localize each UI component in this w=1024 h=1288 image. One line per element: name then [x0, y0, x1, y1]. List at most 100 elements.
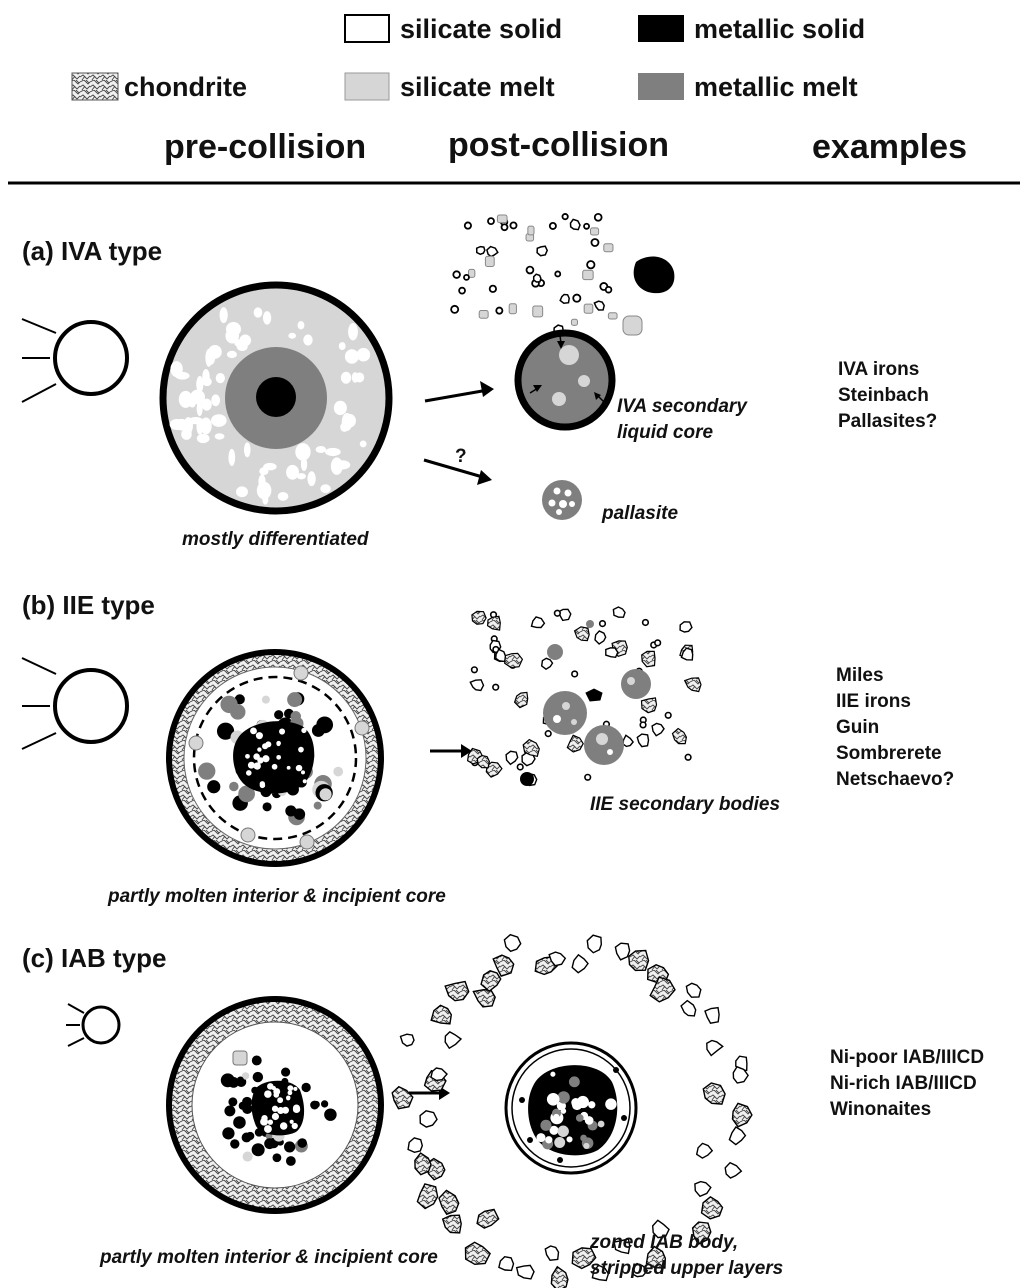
silicate-melt-blob: [232, 1050, 248, 1066]
caption-iab-post-1: zoned IAB body,: [589, 1232, 738, 1253]
inclusion-blob: [229, 781, 239, 792]
silicate-solid-fragment: [450, 304, 460, 314]
silicate-solid-fragment: [469, 679, 485, 692]
silicate-solid-blob: [243, 442, 251, 458]
silicate-solid-blob: [196, 433, 210, 444]
silicate-solid-blob: [259, 467, 269, 476]
silicate-solid-blob: [196, 401, 203, 417]
silicate-solid-fragment: [695, 1142, 714, 1159]
silicate-solid-blob: [225, 328, 239, 344]
silicate-solid-fragment: [586, 260, 596, 270]
silicate-solid-blob: [338, 342, 346, 351]
silicate-solid-fragment: [399, 1033, 415, 1047]
inclusion-blob: [241, 1072, 250, 1080]
inclusion-blob: [236, 1076, 244, 1084]
silicate-solid-fragment: [679, 621, 693, 633]
inclusion-speck: [553, 1113, 560, 1120]
inclusion-speck: [584, 1116, 594, 1125]
inclusion-speck: [568, 1076, 580, 1088]
example-iva-1: IVA irons: [838, 359, 919, 380]
silicate-solid-blob: [344, 349, 359, 364]
silicate-solid-blob: [296, 473, 306, 480]
silicate-solid-fragment: [463, 221, 472, 230]
example-iie-1: Miles: [836, 665, 884, 686]
chondrite-fragment: [513, 691, 529, 709]
silicate-solid-fragment: [548, 222, 557, 230]
silicate-solid-speck: [245, 753, 250, 759]
inclusion-blob: [301, 1082, 311, 1093]
silicate-solid-fragment: [694, 1180, 712, 1198]
silicate-solid-fragment: [495, 306, 504, 315]
chondrite-fragment: [645, 1245, 667, 1269]
silicate-solid-fragment: [561, 213, 569, 221]
legend-label-silicate-solid: silicate solid: [400, 14, 562, 44]
silicate-solid-blob: [190, 389, 205, 405]
inclusion-blob: [207, 780, 221, 794]
silicate-melt-fragment: [582, 269, 594, 281]
silicate-melt-fragment: [478, 310, 489, 319]
metallic-solid-speck: [527, 1137, 533, 1143]
inclusion-speck: [554, 1137, 566, 1149]
chondrite-fragment: [640, 697, 658, 714]
silicate-solid-speck: [295, 764, 303, 772]
inclusion-blob: [262, 802, 272, 812]
example-iab-1: Ni-poor IAB/IIICD: [830, 1047, 984, 1068]
silicate-solid-fragment: [704, 1006, 720, 1024]
silicate-solid-speck: [287, 1090, 293, 1096]
debris-cloud-iie: [466, 606, 702, 787]
chondrite-fragment: [472, 988, 496, 1008]
chondrite-fragment: [522, 738, 540, 758]
panel-title-iab: (c) IAB type: [22, 943, 166, 973]
silicate-solid-fragment: [536, 245, 549, 257]
chondrite-fragment: [641, 650, 656, 668]
silicate-solid-fragment: [583, 222, 590, 230]
silicate-melt-fragment: [484, 255, 495, 268]
silicate-melt-fragment: [603, 243, 614, 253]
silicate-solid-speck: [301, 727, 307, 734]
silicate-solid-fragment: [430, 1067, 448, 1082]
column-header-examples: examples: [812, 128, 967, 166]
chondrite-fragment: [444, 980, 470, 1002]
silicate-solid-speck: [253, 753, 260, 760]
silicate-solid-speck: [289, 1119, 294, 1124]
silicate-solid-fragment: [532, 273, 542, 283]
chondrite-fragment: [492, 954, 515, 977]
arrow-to-core-iva: [424, 381, 494, 403]
silicate-solid-fragment: [463, 273, 470, 281]
legend-swatch-silicate-melt: [344, 72, 390, 101]
inclusion-blob: [264, 1138, 275, 1150]
silicate-solid-speck: [261, 1115, 268, 1122]
silicate-melt-fragment: [527, 225, 535, 236]
silicate-solid-speck: [264, 1090, 272, 1098]
label-pallasite: pallasite: [601, 503, 678, 524]
parent-body-iva: [159, 281, 393, 515]
silicate-solid-blob: [340, 371, 352, 384]
silicate-solid-speck: [259, 782, 266, 789]
chondrite-fragment: [476, 754, 491, 769]
inclusion-blob: [233, 1116, 246, 1129]
silicate-solid-fragment: [503, 933, 522, 953]
silicate-solid-blob: [169, 418, 185, 430]
metallic-solid-speck: [557, 1157, 563, 1163]
silicate-solid-fragment: [495, 648, 507, 663]
impactor-iie: [21, 657, 129, 750]
examples-iie: Miles IIE irons Guin Sombrerete Netschae…: [836, 665, 954, 790]
inclusion-speck: [550, 1071, 556, 1077]
inclusion-blob: [293, 808, 306, 820]
chondrite-fragment: [571, 1247, 597, 1270]
panel-iab: (c) IAB type partly molten interior & in…: [22, 933, 984, 1288]
silicate-solid-speck: [262, 755, 270, 763]
inclusion-speck: [557, 1091, 570, 1104]
silicate-melt-fragment: [590, 227, 600, 236]
silicate-solid-blob: [253, 307, 263, 318]
silicate-solid-speck: [252, 729, 257, 734]
examples-iva: IVA irons Steinbach Pallasites?: [838, 359, 937, 432]
inclusion-blob: [216, 722, 235, 740]
silicate-solid-fragment: [444, 1031, 463, 1050]
chondrite-fragment: [430, 1004, 453, 1025]
silicate-solid-fragment: [530, 616, 546, 629]
silicate-solid-fragment: [544, 1245, 560, 1261]
chondrite-fragment: [441, 1214, 462, 1234]
silicate-solid-fragment: [571, 953, 589, 974]
silicate-melt-fragment: [508, 303, 517, 315]
